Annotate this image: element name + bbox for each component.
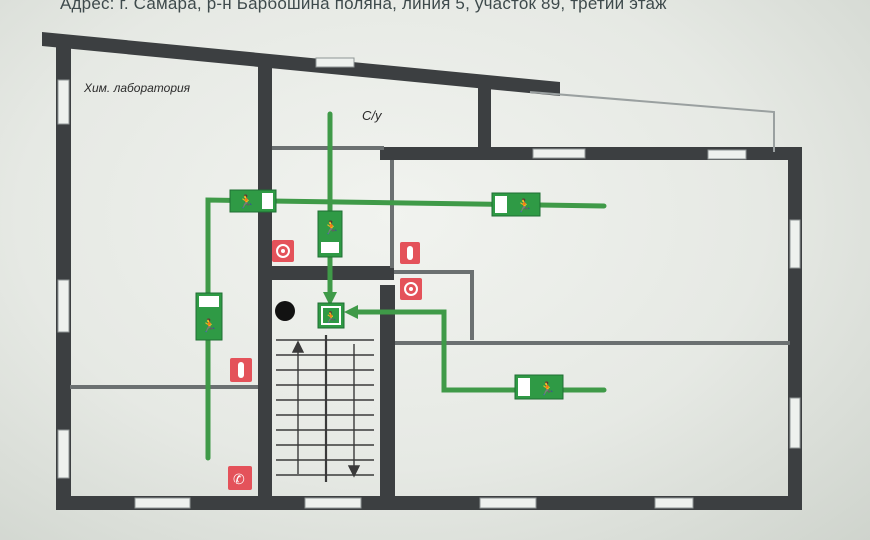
svg-text:✆: ✆ (233, 471, 245, 487)
address-header: Адрес: г. Самара, р-н Барбошина поляна, … (60, 0, 667, 13)
exit-sign-4: 🏃 (491, 192, 541, 217)
svg-text:🏃: 🏃 (238, 194, 254, 209)
fire-alarm-icon (272, 240, 294, 262)
svg-text:🏃: 🏃 (324, 311, 338, 324)
staircase (276, 335, 374, 482)
wall-stair-right (380, 285, 395, 510)
exit-sign-1: 🏃 (229, 189, 277, 213)
fire-alarm-icon-2 (400, 278, 422, 300)
column-marker (275, 301, 295, 321)
wall-wc-right (478, 82, 491, 158)
svg-text:🏃: 🏃 (516, 198, 532, 213)
svg-text:🏃: 🏃 (539, 381, 555, 396)
room-label-wc: С/у (362, 108, 383, 123)
route-arrowhead-left (344, 305, 358, 319)
exit-sign-3: 🏃 (195, 292, 223, 341)
emergency-phone-icon: ✆ (228, 466, 252, 490)
wall-top-slanted (42, 32, 560, 96)
svg-text:🏃: 🏃 (323, 220, 339, 235)
svg-text:🏃: 🏃 (201, 318, 217, 333)
room-label-chem-lab: Хим. лаборатория (83, 81, 191, 95)
exit-sign-5: 🏃 (514, 374, 564, 400)
wall-left (56, 40, 71, 510)
fire-extinguisher-icon (400, 242, 420, 264)
windows (57, 57, 801, 509)
exit-sign-2: 🏃 (317, 210, 343, 258)
fire-extinguisher-icon-2 (230, 358, 252, 382)
emergency-exit-sign-icon: 🏃 (317, 302, 345, 329)
route-arrowhead-down (323, 292, 337, 306)
wall-central-left (258, 62, 272, 510)
balcony-outline (529, 91, 775, 152)
wall-stair-top (258, 266, 394, 280)
wall-bottom (56, 496, 802, 510)
partitions (70, 146, 790, 389)
wall-right (788, 154, 802, 510)
